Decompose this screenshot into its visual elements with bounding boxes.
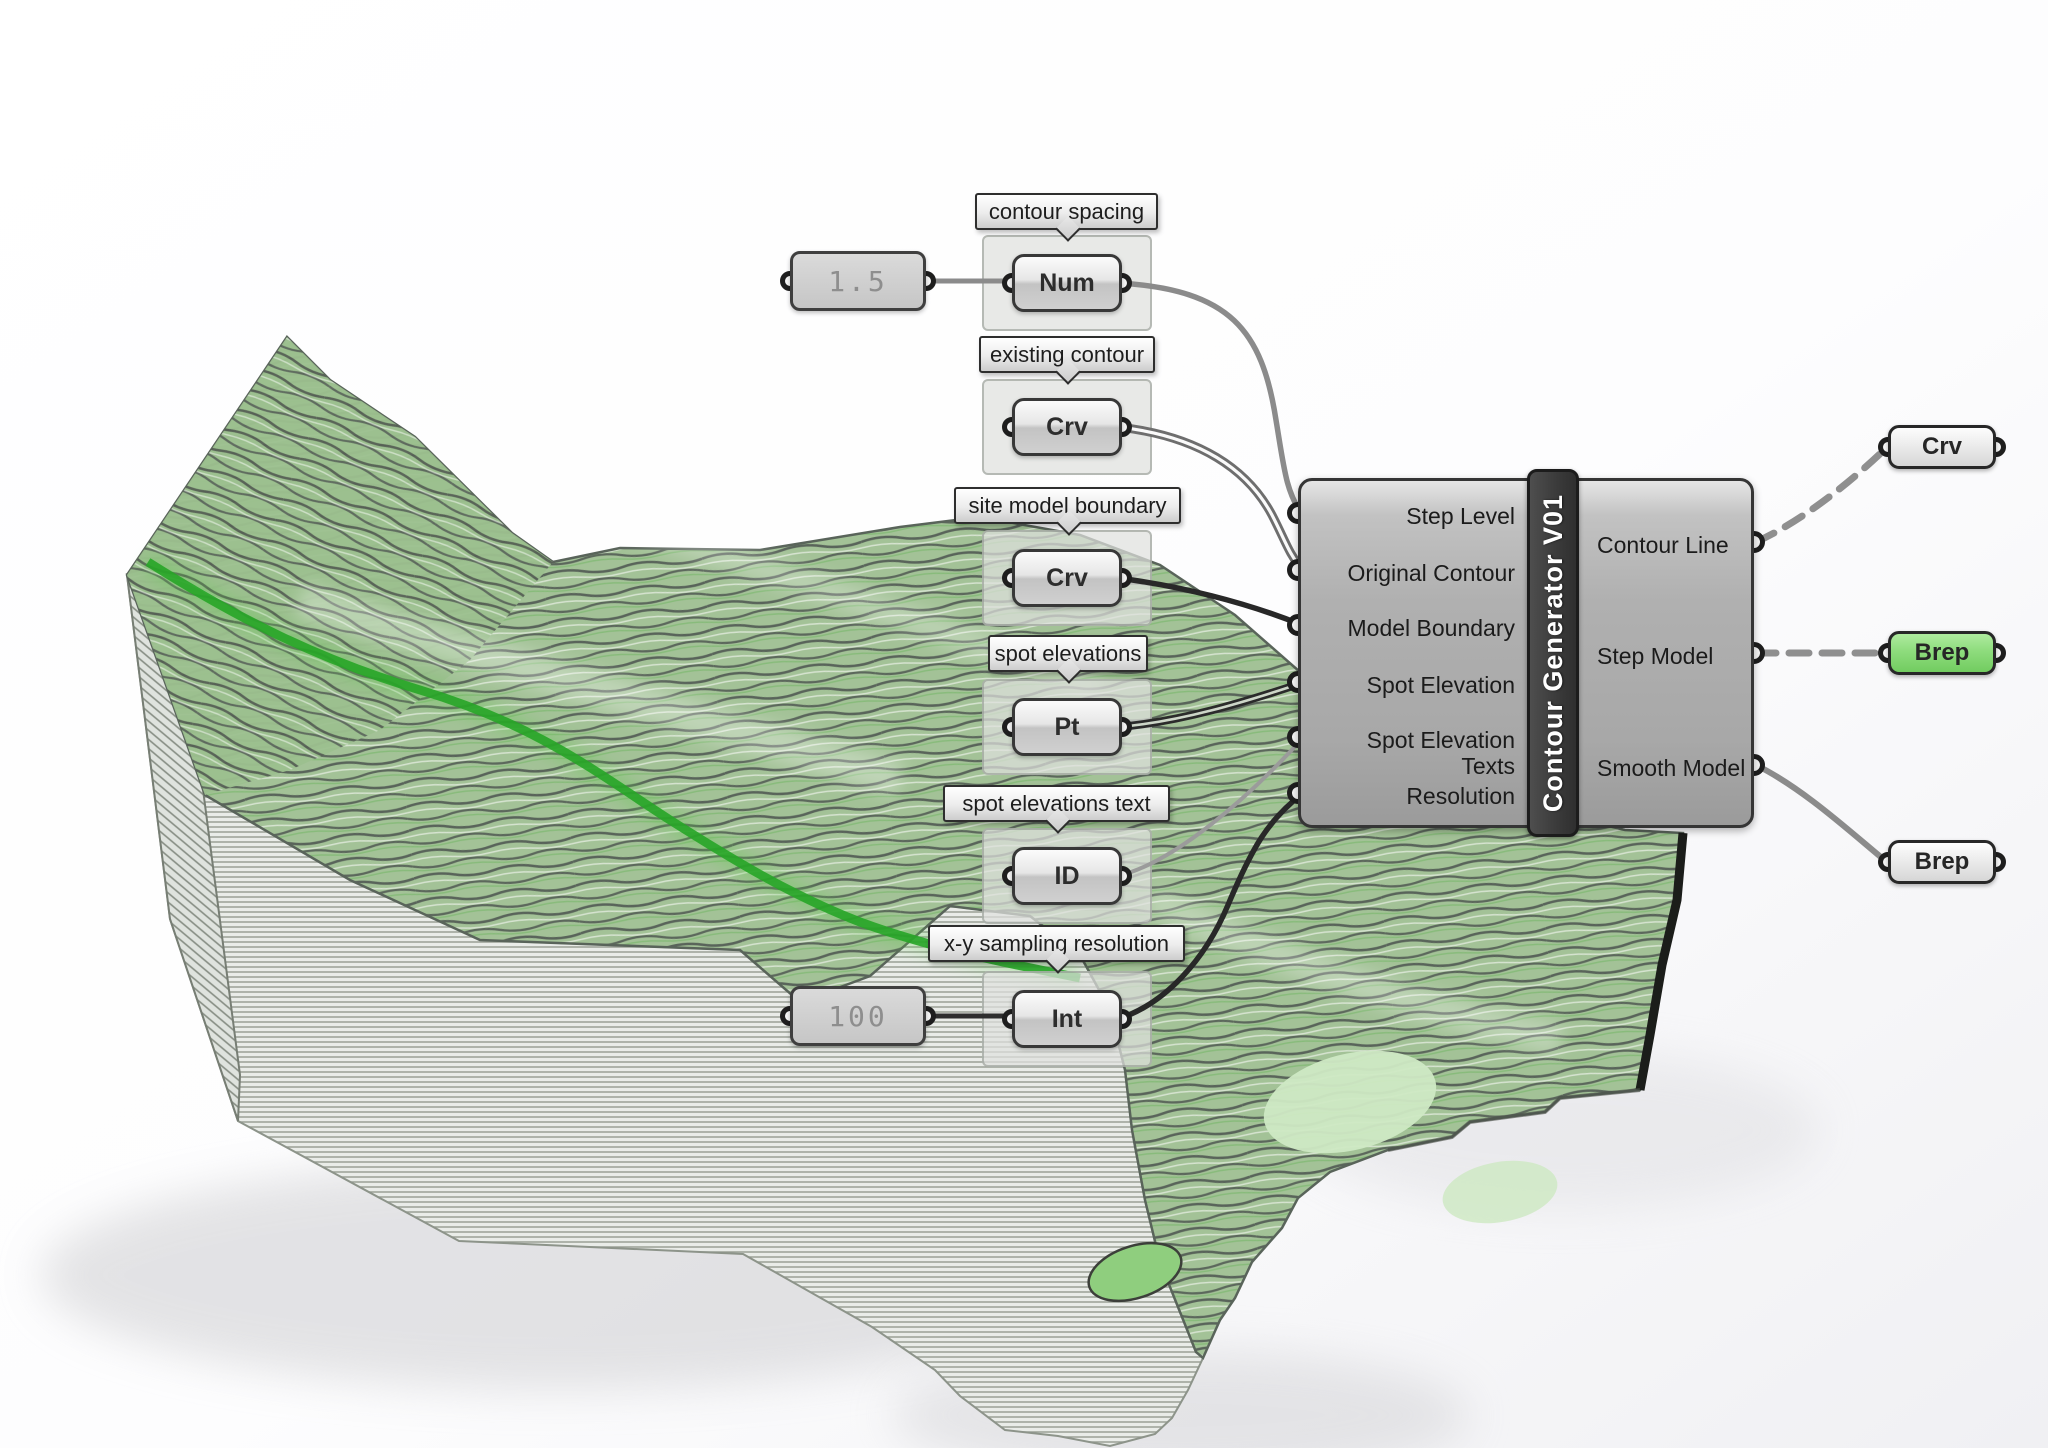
output-label-contour-line: Contour Line [1597,532,1729,558]
param-label: Num [1039,268,1095,297]
param-label: ID [1054,861,1080,890]
param-label: Pt [1054,712,1080,741]
output-node-crv[interactable]: Crv [1878,425,2006,469]
output-label-step-model: Step Model [1597,643,1714,669]
param-label: Crv [1046,563,1088,592]
input-label-spot-elevation-texts: Spot Elevation Texts [1366,727,1515,779]
wire-id-to-spot-elevation-texts[interactable] [1117,737,1304,878]
input-label-model-boundary: Model Boundary [1347,615,1516,641]
wire-smooth-model-to-brep[interactable] [1754,762,1884,861]
param-label: Brep [1914,639,1970,666]
param-label: Int [1051,1004,1083,1033]
input-label-step-level: Step Level [1406,503,1515,529]
param-label: Crv [1046,412,1088,441]
param-node-int[interactable]: Int [1002,990,1132,1048]
contour-generator-title-bar[interactable]: Contour Generator V01 [1527,469,1579,837]
tooltip-xy-sampling-resolution[interactable]: x-y sampling resolution [928,925,1185,974]
wire-num-to-step-level[interactable] [1119,280,1305,516]
value-panel-resolution[interactable]: 100 [780,986,936,1046]
input-label-spot-elevation: Spot Elevation [1366,672,1515,698]
wire-int-to-resolution[interactable] [1117,791,1304,1022]
contour-generator-node[interactable]: Step Level Original Contour Model Bounda… [1287,469,1765,837]
tooltip-spot-elevations-text[interactable]: spot elevations text [943,785,1170,834]
input-label-original-contour: Original Contour [1347,560,1515,586]
value-panel-contour-spacing[interactable]: 1.5 [780,251,936,311]
wire-pt-to-spot-elevation-core [1117,681,1303,729]
panel-value: 100 [828,999,888,1033]
contour-generator-title: Contour Generator V01 [1537,493,1568,813]
param-label: Crv [1921,433,1963,460]
wire-crv-to-model-boundary[interactable] [1117,575,1304,628]
input-label-resolution: Resolution [1406,783,1515,809]
output-node-brep-smooth[interactable]: Brep [1878,840,2006,884]
contour-generator-body: Step Level Original Contour Model Bounda… [1298,478,1754,828]
output-node-brep-step[interactable]: Brep [1878,631,2006,675]
param-node-crv-existing[interactable]: Crv [1002,398,1132,456]
tooltip-site-model-boundary[interactable]: site model boundary [954,487,1181,536]
wire-contour-line-to-crv[interactable] [1752,448,1886,546]
param-node-num[interactable]: Num [1002,254,1132,312]
panel-value: 1.5 [828,264,888,298]
param-node-crv-boundary[interactable]: Crv [1002,549,1132,607]
wire-crv-to-original-contour-core [1117,425,1304,571]
param-label: Brep [1914,848,1970,875]
param-node-pt[interactable]: Pt [1002,698,1132,756]
param-node-id[interactable]: ID [1002,847,1132,905]
tooltip-existing-contour[interactable]: existing contour [979,336,1155,385]
tooltip-contour-spacing[interactable]: contour spacing [975,193,1158,242]
tooltip-spot-elevations[interactable]: spot elevations [988,635,1148,684]
wire-pt-to-spot-elevation[interactable] [1117,679,1304,731]
output-label-smooth-model: Smooth Model [1597,755,1746,781]
